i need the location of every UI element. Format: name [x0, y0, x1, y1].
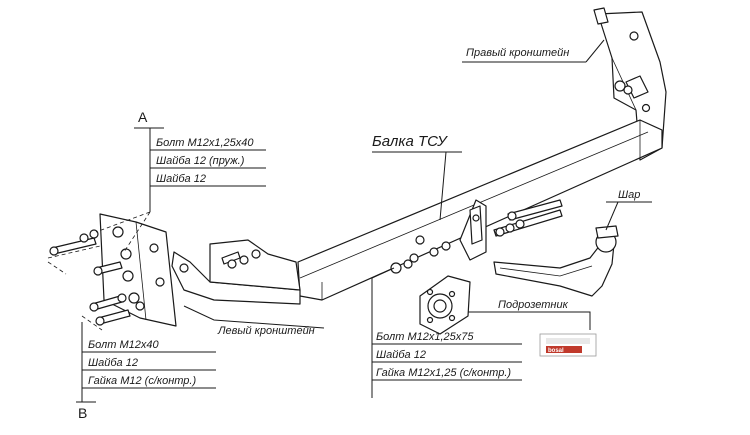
left-fasteners-b — [81, 293, 145, 331]
callout-b-line-3: Гайка М12 (с/контр.) — [88, 375, 196, 387]
tow-ball — [493, 225, 619, 297]
callout-b-line-1: Болт М12х40 — [88, 339, 159, 351]
callout-b — [76, 322, 216, 403]
center-fasteners — [221, 199, 563, 274]
callout-c-line-1: Болт М12х1,25х75 — [376, 331, 474, 343]
callout-a — [95, 127, 266, 253]
callout-a-line-1: Болт М12х1,25х40 — [156, 137, 254, 149]
callout-c-line-2: Шайба 12 — [376, 349, 426, 361]
left-fasteners-a — [47, 229, 123, 276]
socket-plate — [419, 275, 471, 335]
callout-a-line-2: Шайба 12 (пруж.) — [156, 155, 245, 167]
callout-c — [371, 267, 522, 398]
callout-b-line-2: Шайба 12 — [88, 357, 138, 369]
callout-a-line-3: Шайба 12 — [156, 173, 206, 185]
leader-lines — [183, 39, 652, 330]
label-view-a: A — [138, 109, 148, 125]
right-bracket — [593, 7, 667, 161]
label-beam: Балка ТСУ — [372, 133, 448, 150]
callout-c-line-3: Гайка М12х1,25 (с/контр.) — [376, 367, 511, 379]
label-right-bracket: Правый кронштейн — [466, 47, 569, 59]
left-bracket — [99, 213, 301, 327]
bosal-logo: bosal — [539, 333, 597, 357]
logo-text: bosal — [548, 348, 564, 354]
label-view-b: B — [78, 405, 87, 421]
label-socket-plate: Подрозетник — [498, 299, 569, 311]
label-left-bracket: Левый кронштейн — [217, 325, 315, 337]
label-ball: Шар — [618, 189, 640, 201]
